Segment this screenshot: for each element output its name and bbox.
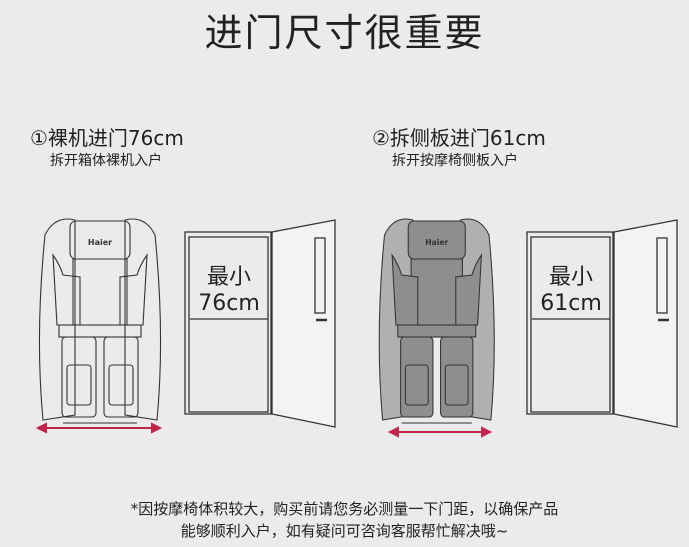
massage-chair-bare: Haier	[38, 218, 162, 424]
door-right	[526, 219, 678, 428]
door-label-min: 最小	[548, 265, 593, 290]
right-subtitle: 拆开按摩椅侧板入户	[392, 153, 518, 169]
right-heading: ②拆侧板进门61cm	[372, 126, 546, 150]
brand-logo: Haier	[425, 238, 448, 247]
note-line-1: *因按摩椅体积较大，购买前请您务必测量一下门距，以确保产品	[130, 500, 559, 518]
left-subtitle: 拆开箱体裸机入户	[50, 153, 162, 169]
door-label-width: 61cm	[540, 291, 602, 316]
door-width-right: 最小 61cm	[532, 265, 610, 317]
page-title: 进门尺寸很重要	[204, 11, 485, 55]
massage-chair-no-side-panels: Haier	[378, 218, 495, 424]
width-arrow-right	[387, 426, 493, 438]
door-label-width: 76cm	[198, 291, 260, 316]
left-heading: ①裸机进门76cm	[30, 126, 184, 150]
door-label-min: 最小	[206, 265, 251, 290]
width-arrow-left	[35, 422, 163, 434]
note-line-2: 能够顺利入户，如有疑问可咨询客服帮忙解决哦~	[180, 522, 509, 540]
door-left	[184, 219, 336, 428]
brand-logo: Haier	[88, 238, 112, 247]
door-width-left: 最小 76cm	[190, 265, 268, 317]
